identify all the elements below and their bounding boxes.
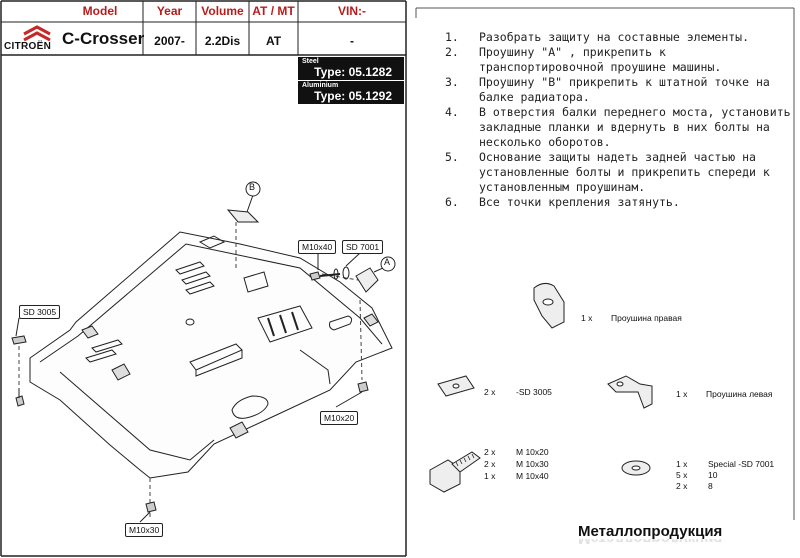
citroen-chevron-logo-icon: [16, 24, 58, 42]
instruction-number: 5.: [445, 150, 459, 164]
instruction-number: 2.: [445, 45, 459, 59]
instruction-text: установленным проушинам.: [479, 180, 646, 194]
bolt-qty-2: 2 x: [484, 459, 496, 469]
instruction-text: Разобрать защиту на составные элементы.: [479, 30, 750, 44]
brand-footer-reflection: Металлопродукция: [578, 539, 722, 547]
washer-qty-1: 1 x: [676, 459, 688, 469]
brand-name: CITROËN: [4, 41, 52, 52]
callout-sd7001: SD 7001: [342, 240, 384, 254]
year-value: 2007-: [154, 34, 185, 48]
bolt-size-1: M 10x20: [516, 447, 549, 457]
washer-name-2: 10: [708, 470, 718, 480]
right-bracket-name: Проушина правая: [611, 313, 682, 323]
vin-header: VIN:-: [338, 4, 366, 18]
washer-name-1: Special -SD 7001: [708, 459, 775, 469]
right-bracket-qty: 1 x: [581, 313, 593, 323]
atmt-value: AT: [265, 34, 282, 48]
bolt-size-2: M 10x30: [516, 459, 549, 469]
instruction-line: 4. В отверстия балки переднего моста, уст…: [445, 105, 791, 119]
type-steel-box: Steel Type: 05.1282: [298, 57, 404, 80]
instruction-line: 1. Разобрать защиту на составные элементы…: [445, 30, 749, 44]
instruction-text: несколько оборотов.: [479, 135, 611, 149]
atmt-header: AT / MT: [252, 4, 295, 18]
washer-qty-3: 2 x: [676, 481, 688, 491]
bolt-qty-1: 2 x: [484, 447, 496, 457]
plate-name: -SD 3005: [516, 387, 552, 397]
instruction-text: балке радиатора.: [479, 90, 590, 104]
instruction-text: Основание защиты надеть задней частью на: [479, 150, 756, 164]
label-b: B: [249, 182, 256, 192]
instruction-line: 3. Проушину "В" прикрепить к штатной точк…: [445, 75, 770, 89]
model-header: Model: [82, 4, 118, 18]
parts-drawings: [429, 282, 653, 493]
instruction-text: Проушину "А" , прикрепить к: [479, 45, 666, 59]
instruction-text: Все точки крепления затянуть.: [479, 195, 680, 209]
callout-sd3005: SD 3005: [19, 305, 61, 319]
instruction-text: транспортировочной проушине машины.: [479, 60, 722, 74]
washer-qty-2: 5 x: [676, 470, 688, 480]
instruction-text: В отверстия балки переднего моста, устан…: [479, 105, 791, 119]
instruction-number: 6.: [445, 195, 459, 209]
volume-header: Volume: [201, 4, 244, 18]
instruction-line: несколько оборотов.: [445, 135, 611, 149]
bolt-qty-3: 1 x: [484, 471, 496, 481]
washer-name-3: 8: [708, 481, 713, 491]
instruction-line: установленные болты и прикрепить спереди…: [445, 165, 770, 179]
callout-m10x20: M10x20: [320, 411, 359, 425]
instruction-number: 1.: [445, 30, 459, 44]
instruction-line: установленным проушинам.: [445, 180, 645, 194]
model-value: C-Crosser: [62, 29, 145, 48]
volume-value: 2.2Dis: [204, 34, 241, 48]
bolt-size-3: M 10x40: [516, 471, 549, 481]
label-a: A: [384, 257, 391, 267]
left-bracket-name: Проушина левая: [706, 389, 773, 399]
instruction-line: 2. Проушину "А" , прикрепить к: [445, 45, 666, 59]
steel-code: Type: 05.1282: [314, 65, 392, 79]
type-aluminium-box: Aluminium Type: 05.1292: [298, 81, 404, 104]
instruction-text: установленные болты и прикрепить спереди…: [479, 165, 770, 179]
aluminium-code: Type: 05.1292: [314, 89, 392, 103]
aluminium-label: Aluminium: [302, 82, 339, 89]
instruction-text: закладные планки и вдернуть в них болты …: [479, 120, 770, 134]
steel-label: Steel: [302, 58, 319, 65]
brand-footer: Металлопродукция: [578, 523, 723, 540]
instruction-number: 4.: [445, 105, 459, 119]
instruction-line: балке радиатора.: [445, 90, 590, 104]
instruction-line: транспортировочной проушине машины.: [445, 60, 721, 74]
callout-m10x30: M10x30: [125, 523, 164, 537]
instruction-line: закладные планки и вдернуть в них болты …: [445, 120, 770, 134]
instruction-text: Проушину "В" прикрепить к штатной точке …: [479, 75, 770, 89]
year-header: Year: [156, 4, 183, 18]
left-bracket-qty: 1 x: [676, 389, 688, 399]
callout-m10x40: M10x40: [298, 240, 337, 254]
plate-qty: 2 x: [484, 387, 496, 397]
instruction-line: 5. Основание защиты надеть задней частью …: [445, 150, 756, 164]
instruction-line: 6. Все точки крепления затянуть.: [445, 195, 680, 209]
instruction-number: 3.: [445, 75, 459, 89]
vin-value: -: [350, 34, 354, 48]
skid-plate-assembly-drawing: [11, 181, 396, 523]
